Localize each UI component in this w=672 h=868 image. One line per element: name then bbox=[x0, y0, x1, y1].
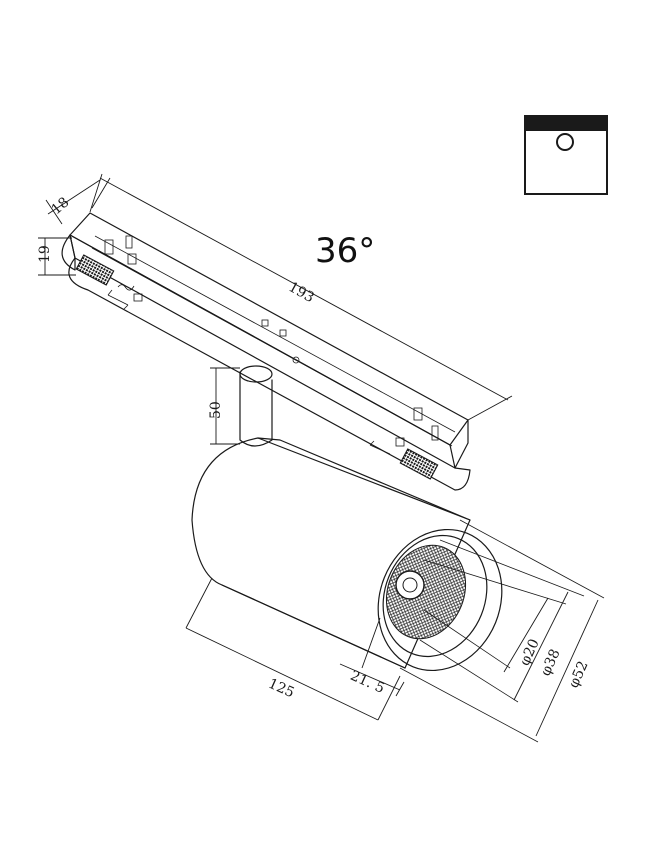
spotlight-body bbox=[191, 437, 503, 672]
dimension-length-label: 193 bbox=[286, 279, 317, 306]
dimension-stem-height-label: 50 bbox=[208, 401, 224, 419]
dimension-height-side-label: 19 bbox=[37, 245, 53, 263]
dimension-d-inner-label: φ20 bbox=[517, 637, 543, 669]
dimension-stem-height: 50 bbox=[208, 367, 240, 445]
dimension-d-body-label: φ52 bbox=[566, 659, 592, 691]
dimension-width-top: 18 bbox=[45, 177, 111, 225]
mounting-stem bbox=[239, 365, 273, 447]
surface-track-mount-icon bbox=[524, 115, 608, 195]
track-adapter bbox=[61, 212, 471, 491]
dimension-diameters: φ20 φ38 φ52 bbox=[399, 519, 605, 743]
dimension-d-reflector-label: φ38 bbox=[538, 647, 564, 679]
dimension-width-top-label: 18 bbox=[48, 194, 72, 218]
dimension-body-length-label: 125 bbox=[266, 676, 297, 701]
dimension-height-side: 19 bbox=[37, 237, 76, 276]
dimension-recess: 21. 5 bbox=[339, 617, 405, 697]
beam-angle-label: 36° bbox=[315, 231, 375, 271]
dimension-body-length: 125 bbox=[185, 577, 401, 721]
dimension-recess-label: 21. 5 bbox=[348, 668, 387, 697]
